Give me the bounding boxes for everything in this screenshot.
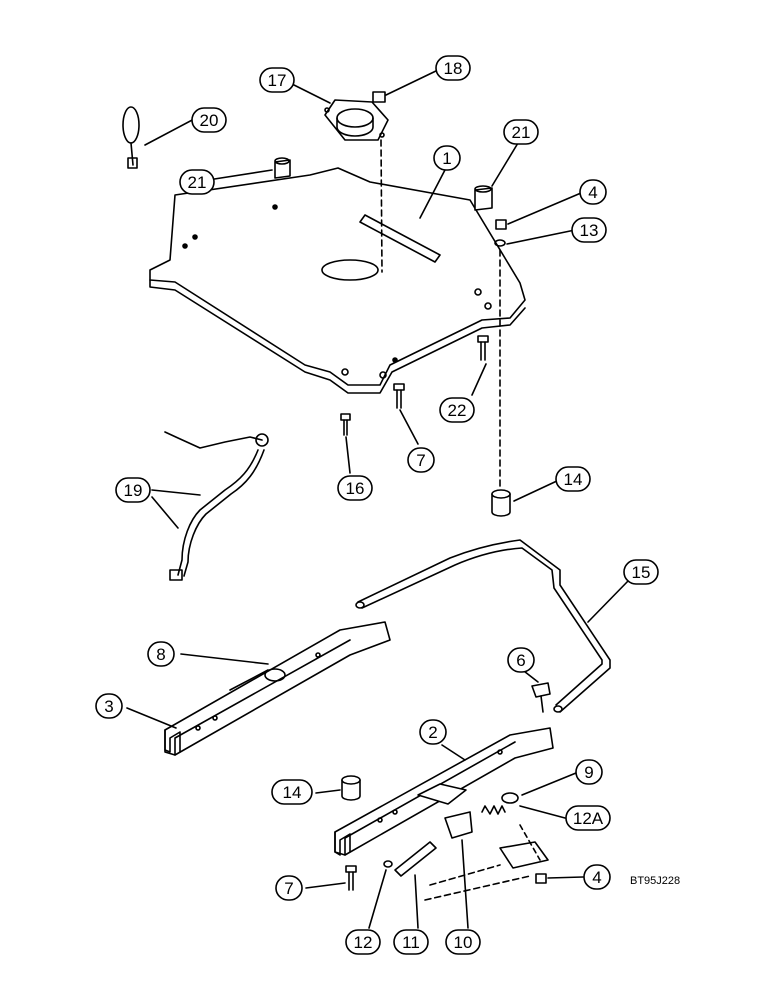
svg-text:6: 6: [516, 651, 525, 670]
callout-11: 11: [393, 929, 429, 955]
spacer-lower: [341, 775, 361, 801]
callout-12a: 12A: [565, 805, 611, 831]
callout-22: 22: [439, 397, 475, 423]
svg-text:14: 14: [283, 783, 302, 802]
svg-text:21: 21: [188, 173, 207, 192]
callout-19: 19: [115, 477, 151, 503]
svg-text:3: 3: [104, 697, 113, 716]
callout-3: 3: [95, 693, 123, 719]
isolator-mount: [324, 91, 389, 141]
slide-rail-right: [334, 727, 554, 856]
svg-text:4: 4: [592, 868, 601, 887]
svg-text:16: 16: [346, 479, 365, 498]
callout-7-lower: 7: [275, 875, 303, 901]
callout-6: 6: [507, 647, 535, 673]
callout-16: 16: [337, 475, 373, 501]
figure-code: BT95J228: [630, 875, 681, 887]
callout-14-lower: 14: [271, 779, 313, 805]
svg-text:15: 15: [632, 563, 651, 582]
bolt-7-lower: [345, 865, 357, 891]
release-bar: [355, 539, 611, 713]
callout-7-upper: 7: [407, 447, 435, 473]
svg-text:12A: 12A: [573, 809, 604, 828]
strap: [122, 106, 140, 169]
pivot-pin: [394, 841, 437, 877]
svg-text:13: 13: [580, 221, 599, 240]
svg-text:10: 10: [454, 933, 473, 952]
bumper-right: [474, 185, 493, 211]
callout-8: 8: [147, 641, 175, 667]
seat-base-plate: [149, 167, 526, 394]
latch-assembly: [444, 792, 549, 869]
spacer-upper: [491, 489, 511, 517]
svg-text:22: 22: [448, 401, 467, 420]
bolt-22: [477, 335, 489, 361]
callout-13: 13: [571, 217, 607, 243]
callout-21-left: 21: [179, 169, 215, 195]
svg-text:1: 1: [442, 149, 451, 168]
svg-text:4: 4: [588, 183, 597, 202]
callout-21-right: 21: [503, 119, 539, 145]
ground-strap: [164, 431, 269, 581]
callout-10: 10: [445, 929, 481, 955]
bolt-6: [531, 682, 551, 713]
svg-text:18: 18: [444, 59, 463, 78]
slide-rail-left: [164, 621, 391, 756]
svg-text:11: 11: [402, 933, 420, 952]
callout-1: 1: [433, 145, 461, 171]
svg-text:21: 21: [512, 123, 531, 142]
callout-4-lower: 4: [583, 864, 611, 890]
svg-text:12: 12: [354, 933, 373, 952]
svg-text:20: 20: [200, 111, 219, 130]
svg-text:14: 14: [564, 470, 583, 489]
callout-4-upper: 4: [579, 179, 607, 205]
callout-18: 18: [435, 55, 471, 81]
svg-text:8: 8: [156, 645, 165, 664]
svg-text:7: 7: [416, 451, 425, 470]
callout-12: 12: [345, 929, 381, 955]
svg-text:9: 9: [584, 763, 593, 782]
svg-text:2: 2: [428, 723, 437, 742]
bolt-16: [340, 413, 351, 436]
bolt-7-upper: [393, 383, 405, 409]
callout-17: 17: [259, 67, 295, 93]
callout-15: 15: [623, 559, 659, 585]
callout-2: 2: [419, 719, 447, 745]
svg-text:19: 19: [124, 481, 143, 500]
callout-20: 20: [191, 107, 227, 133]
svg-text:7: 7: [284, 879, 293, 898]
svg-text:17: 17: [268, 71, 287, 90]
bumper-left: [274, 157, 291, 179]
callout-14-upper: 14: [555, 466, 591, 492]
callout-9: 9: [575, 759, 603, 785]
